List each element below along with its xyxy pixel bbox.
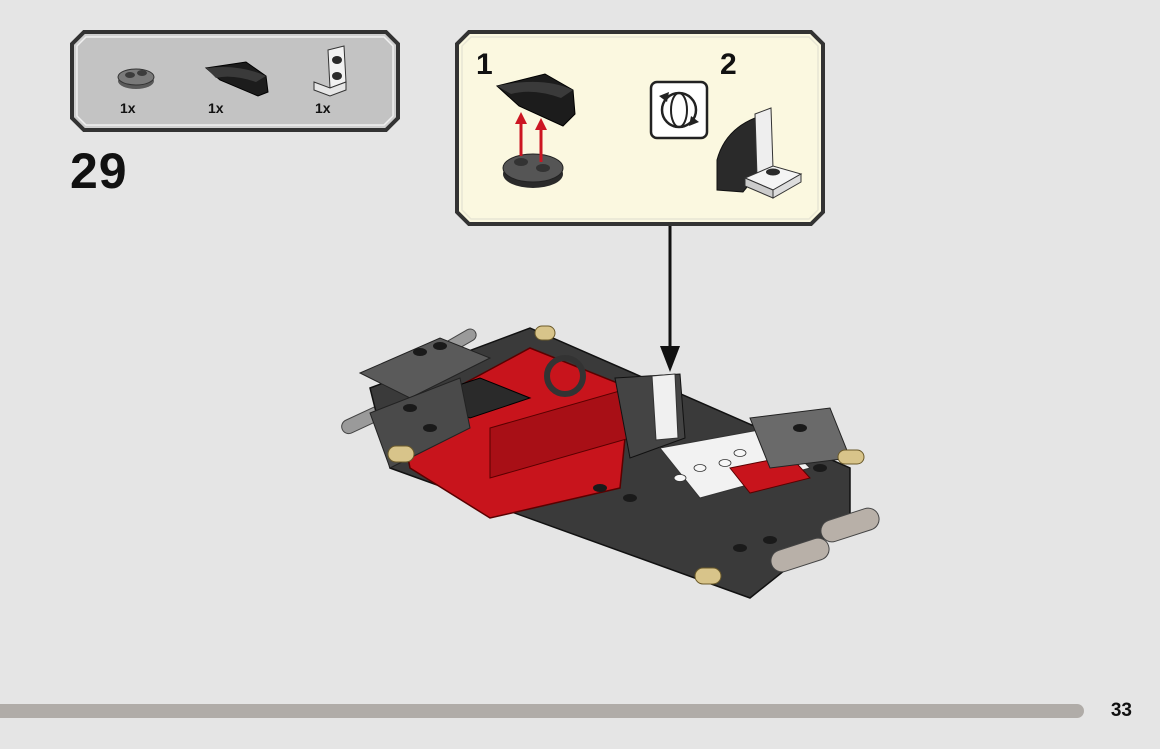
sub-step-2-number: 2 (720, 48, 737, 81)
page-number: 33 (1110, 700, 1132, 721)
sub-assembly-callout (455, 30, 825, 226)
bracket-part-icon (313, 45, 347, 97)
red-arrows-icon (515, 112, 547, 162)
curved-slope-part-icon (204, 61, 269, 97)
page-footer-bar (0, 704, 1084, 718)
step-number: 29 (70, 143, 128, 199)
vehicle-chassis-model (341, 325, 880, 599)
rotate-model-icon (649, 80, 709, 140)
tan-connector-pins (387, 325, 865, 585)
part-quantity-3: 1x (315, 100, 331, 116)
rotated-assembly-illustration (716, 107, 803, 199)
placement-arrow (660, 226, 680, 372)
part-quantity-2: 1x (208, 100, 224, 116)
jumper-plate-part-icon (117, 68, 155, 89)
sub-step-1-number: 1 (476, 48, 493, 81)
parts-callout (70, 30, 400, 132)
part-quantity-1: 1x (120, 100, 136, 116)
studs (403, 342, 827, 552)
slope-tile-assembly-illustration (495, 73, 576, 188)
rear-axle (770, 507, 880, 573)
